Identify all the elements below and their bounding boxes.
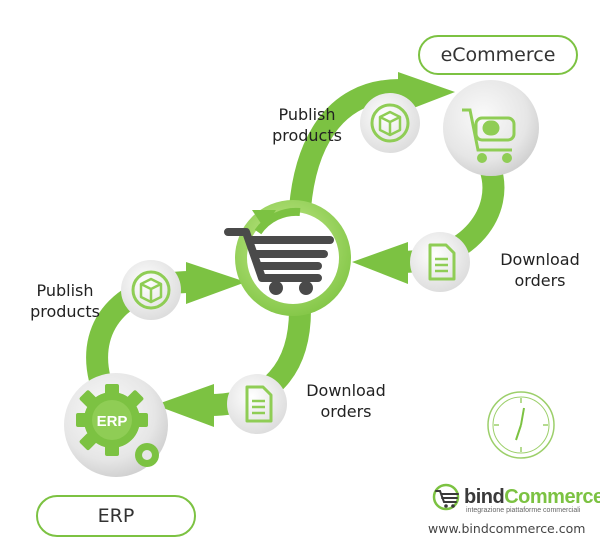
- gear-icon: ERP: [76, 384, 148, 456]
- ecommerce-node: [443, 80, 539, 176]
- bindcommerce-logo-icon: [432, 483, 460, 511]
- document-icon-bottom: [227, 374, 287, 434]
- label-line: Publish: [36, 281, 94, 300]
- box-icon-top: [360, 93, 420, 153]
- label-line: products: [272, 126, 342, 145]
- label-publish-products-top: Publish products: [256, 104, 358, 146]
- label-download-orders-bottom: Download orders: [292, 380, 400, 422]
- erp-node: ERP: [64, 373, 168, 477]
- clock-icon: [487, 391, 555, 459]
- label-publish-products-bottom: Publish products: [14, 280, 116, 322]
- brand-name-part2: Commerce: [504, 486, 600, 508]
- brand-name: bindCommerce: [464, 486, 600, 508]
- erp-label-pill: ERP: [36, 495, 196, 537]
- box-icon-bottom: [121, 260, 181, 320]
- ecommerce-cart-icon: [462, 108, 516, 163]
- document-icon-top: [410, 232, 470, 292]
- label-line: Download: [500, 250, 580, 269]
- label-line: orders: [320, 402, 372, 421]
- label-line: Download: [306, 381, 386, 400]
- erp-gear-label: ERP: [97, 413, 128, 430]
- label-line: products: [30, 302, 100, 321]
- label-download-orders-top: Download orders: [488, 249, 592, 291]
- label-line: orders: [514, 271, 566, 290]
- ecommerce-label-pill: eCommerce: [418, 35, 578, 75]
- cart-icon: [224, 228, 334, 295]
- central-hub-node: [224, 200, 351, 316]
- small-gear-icon: [135, 443, 159, 467]
- sync-arrow-icon: [252, 207, 301, 235]
- label-line: Publish: [278, 105, 336, 124]
- brand-url[interactable]: www.bindcommerce.com: [428, 521, 586, 536]
- brand-name-part1: bind: [464, 486, 505, 508]
- brand-tagline: integrazione piattaforme commerciali: [466, 507, 581, 514]
